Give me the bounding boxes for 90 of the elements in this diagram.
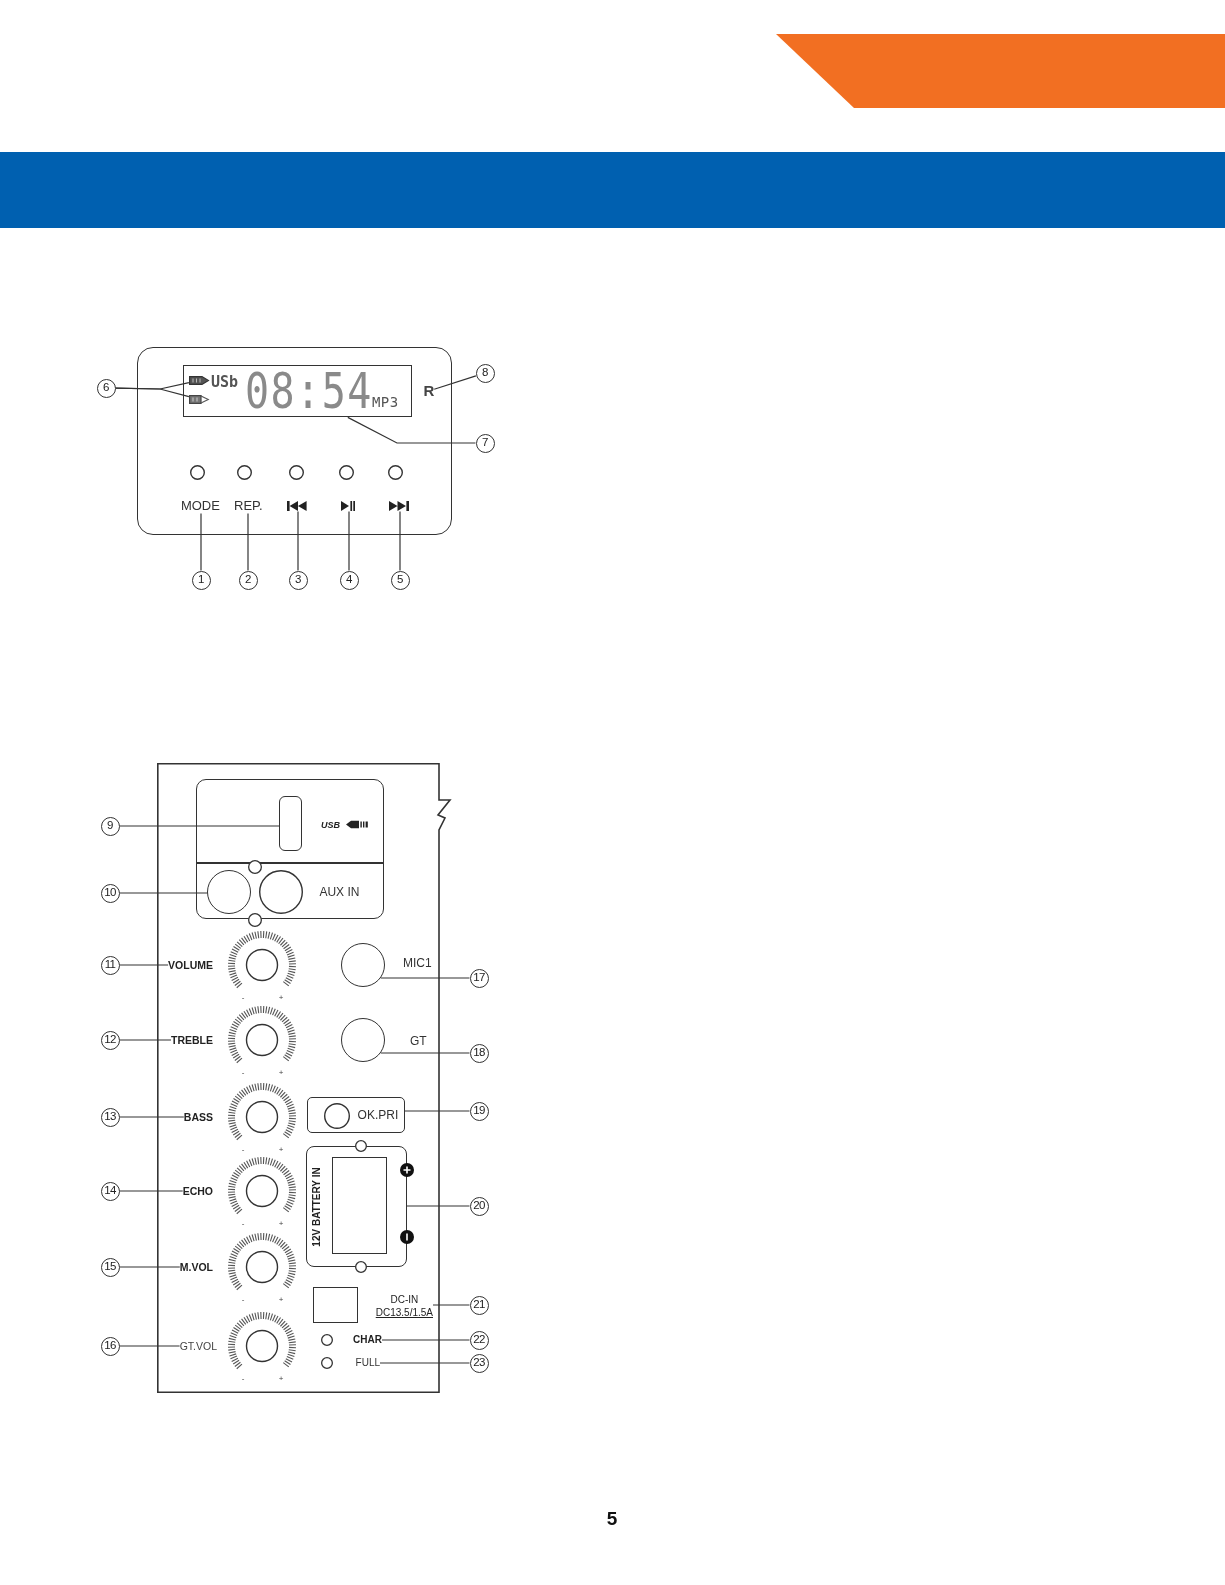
scale-mark: + xyxy=(278,1146,284,1154)
scale-mark: + xyxy=(278,994,284,1002)
scale-mark: - xyxy=(241,1069,245,1077)
callout-number: 8 xyxy=(475,363,495,383)
jack-label: GT xyxy=(410,1034,427,1048)
leader-line xyxy=(404,1110,471,1112)
scale-mark: + xyxy=(278,1296,284,1304)
leader-line xyxy=(118,1190,184,1192)
jack-label: MIC1 xyxy=(403,956,432,970)
switch-housing xyxy=(307,1097,405,1133)
leader-line xyxy=(114,387,190,398)
button-label: REP. xyxy=(234,499,263,514)
next-track-icon xyxy=(389,501,410,512)
leader-line xyxy=(347,416,477,444)
knob-label: ECHO xyxy=(182,1184,213,1198)
scale-mark: - xyxy=(241,1375,245,1383)
callout-number: 9 xyxy=(100,816,120,836)
led-label: CHAR xyxy=(353,1334,382,1346)
leader-line xyxy=(118,892,208,894)
scale-mark: - xyxy=(241,1296,245,1304)
knob-label: BASS xyxy=(183,1110,213,1124)
leader-line xyxy=(297,510,299,572)
scale-mark: - xyxy=(241,1146,245,1154)
panel-text: AUX IN xyxy=(319,885,360,900)
callout-number: 7 xyxy=(475,433,495,453)
callout-number: 18 xyxy=(469,1043,489,1063)
scale-mark: - xyxy=(241,1220,245,1228)
leader-line xyxy=(118,964,169,966)
callout-number: 20 xyxy=(469,1196,489,1216)
scale-mark: + xyxy=(278,1375,284,1383)
display-text: MP3 xyxy=(371,394,399,409)
knob-label: GT.VOL xyxy=(179,1339,217,1353)
previous-track-icon xyxy=(287,501,308,512)
leader-line xyxy=(381,1339,471,1341)
scale-mark: + xyxy=(278,1220,284,1228)
usb-port xyxy=(279,796,303,852)
callout-number: 2 xyxy=(238,570,258,590)
callout-number: 16 xyxy=(100,1336,120,1356)
callout-number: 1 xyxy=(191,570,211,590)
leader-line xyxy=(432,1304,471,1306)
callout-number: 4 xyxy=(339,570,359,590)
callout-number: 5 xyxy=(390,570,410,590)
button-caption: OK.PRI xyxy=(357,1107,399,1122)
dc-input-label: DC-IN DC13.5/1.5A xyxy=(375,1294,433,1319)
leader-line xyxy=(118,1039,172,1041)
callout-number: 21 xyxy=(469,1295,489,1315)
leader-line xyxy=(399,510,401,572)
leader-line xyxy=(379,1362,471,1364)
port-marking: USB xyxy=(321,820,340,830)
rear-panel xyxy=(157,763,451,1393)
battery-icon xyxy=(188,375,209,385)
play-pause-icon xyxy=(341,501,356,512)
callout-number: 3 xyxy=(288,570,308,590)
vertical-label: 12V BATTERY IN xyxy=(311,1167,324,1248)
indicator-text: R xyxy=(423,383,435,399)
leader-line xyxy=(406,1205,471,1207)
led-label: FULL xyxy=(355,1357,380,1369)
battery-icon xyxy=(188,394,209,404)
callout-number: 23 xyxy=(469,1353,489,1373)
callout-number: 15 xyxy=(100,1257,120,1277)
callout-number: 22 xyxy=(469,1330,489,1350)
knob-label: M.VOL xyxy=(179,1260,213,1274)
leader-line xyxy=(118,1266,181,1268)
callout-number: 19 xyxy=(469,1101,489,1121)
scale-mark: + xyxy=(278,1069,284,1077)
control-panel xyxy=(137,347,452,535)
time-digits: 08:54 xyxy=(244,364,373,415)
callout-number: 6 xyxy=(96,378,116,398)
leader-line xyxy=(380,977,471,979)
page-number: 5 xyxy=(606,1509,618,1529)
leader-line xyxy=(118,825,280,827)
lcd-display xyxy=(183,365,413,418)
button-label: MODE xyxy=(180,499,220,514)
leader-line xyxy=(433,375,477,390)
callout-number: 10 xyxy=(100,883,120,903)
knob-label: VOLUME xyxy=(168,958,213,972)
leader-line xyxy=(118,1345,181,1347)
knob-label: TREBLE xyxy=(171,1033,213,1047)
leader-line xyxy=(118,1116,185,1118)
callout-number: 12 xyxy=(100,1030,120,1050)
leader-line xyxy=(200,512,202,572)
callout-number: 14 xyxy=(100,1181,120,1201)
callout-number: 11 xyxy=(100,955,120,975)
callout-number: 17 xyxy=(469,968,489,988)
leader-line xyxy=(247,512,249,572)
callout-number: 13 xyxy=(100,1107,120,1127)
leader-line xyxy=(380,1052,471,1054)
leader-line xyxy=(348,510,350,572)
scale-mark: - xyxy=(241,994,245,1002)
display-text: USb xyxy=(210,374,238,390)
